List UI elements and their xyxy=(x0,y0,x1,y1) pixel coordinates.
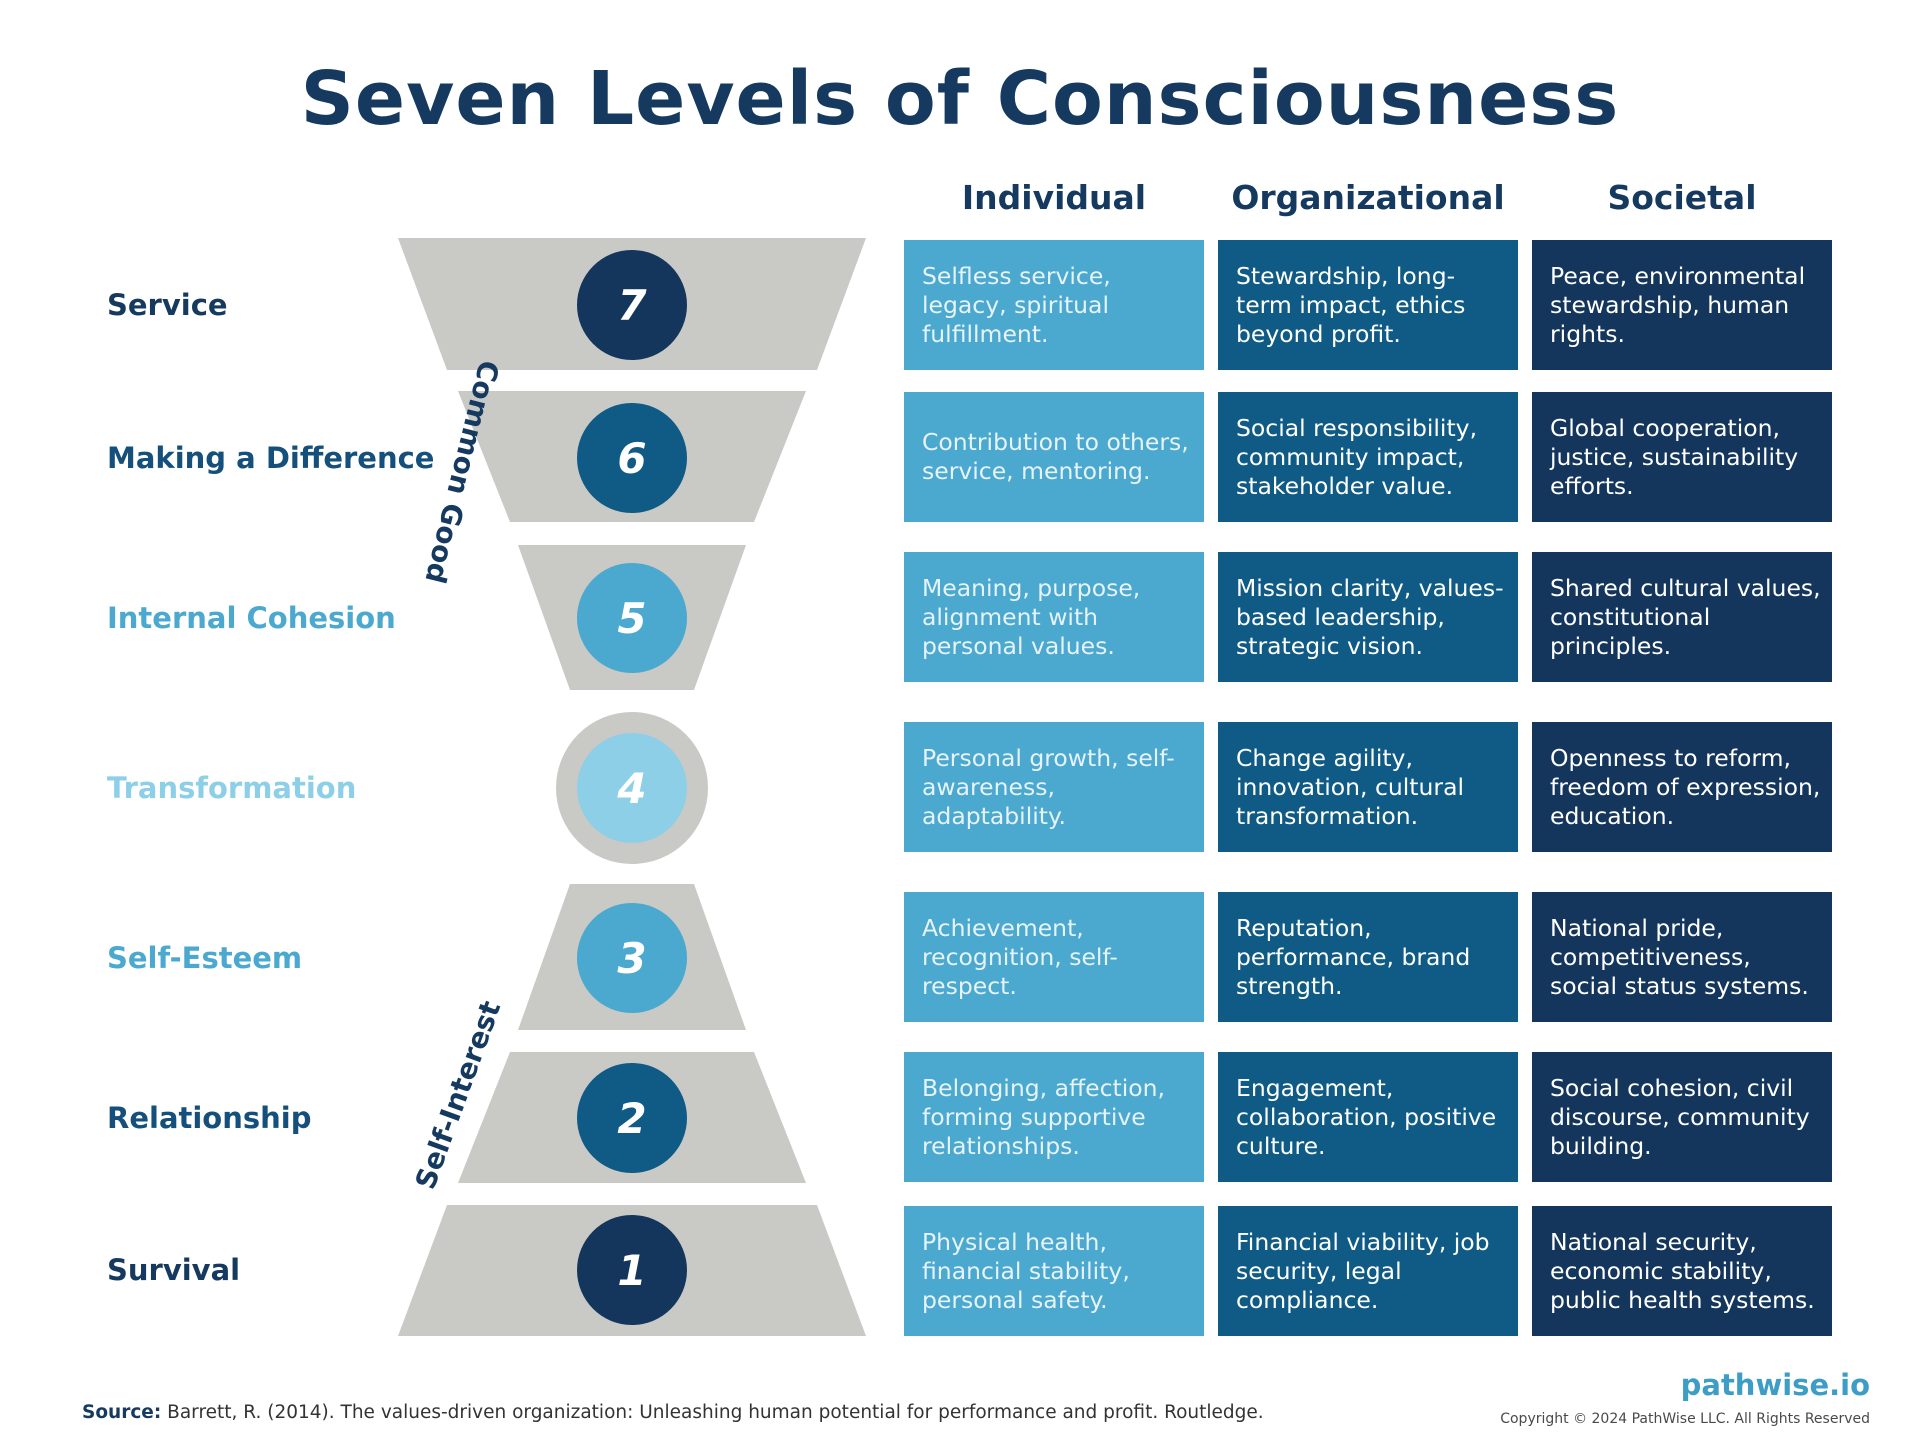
cell-individual-level-1: Physical health, financial stability, pe… xyxy=(904,1206,1204,1336)
cell-societal-level-2: Social cohesion, civil discourse, commun… xyxy=(1532,1052,1832,1182)
cell-text: National pride, competitiveness, social … xyxy=(1550,913,1809,1000)
level-number-2: 2 xyxy=(577,1063,687,1173)
level-label-4: Transformation xyxy=(107,771,357,805)
page-title: Seven Levels of Consciousness xyxy=(300,56,1620,142)
level-label-3: Self-Esteem xyxy=(107,941,303,975)
level-number-7: 7 xyxy=(577,250,687,360)
level-number-1: 1 xyxy=(577,1215,687,1325)
source-text: Barrett, R. (2014). The values-driven or… xyxy=(167,1402,1264,1423)
cell-organizational-level-5: Mission clarity, values-based leadership… xyxy=(1218,552,1518,682)
cell-societal-level-4: Openness to reform, freedom of expressio… xyxy=(1532,722,1832,852)
cell-text: Reputation, performance, brand strength. xyxy=(1236,913,1471,1000)
cell-text: Peace, environmental stewardship, human … xyxy=(1550,261,1806,348)
level-label-1: Survival xyxy=(107,1253,241,1287)
level-label-7: Service xyxy=(107,288,228,322)
cell-text: Openness to reform, freedom of expressio… xyxy=(1550,743,1821,830)
cell-societal-level-3: National pride, competitiveness, social … xyxy=(1532,892,1832,1022)
cell-societal-level-6: Global cooperation, justice, sustainabil… xyxy=(1532,392,1832,522)
cell-societal-level-5: Shared cultural values, constitutional p… xyxy=(1532,552,1832,682)
cell-text: Global cooperation, justice, sustainabil… xyxy=(1550,413,1799,500)
brand-logo[interactable]: pathwise.io xyxy=(1680,1368,1870,1402)
cell-text: Personal growth, self-awareness, adaptab… xyxy=(922,743,1175,830)
cell-individual-level-2: Belonging, affection, forming supportive… xyxy=(904,1052,1204,1182)
level-number-4: 4 xyxy=(577,733,687,843)
cell-organizational-level-1: Financial viability, job security, legal… xyxy=(1218,1206,1518,1336)
individual-heading: Individual xyxy=(961,178,1147,217)
cell-individual-level-4: Personal growth, self-awareness, adaptab… xyxy=(904,722,1204,852)
level-label-5: Internal Cohesion xyxy=(107,601,396,635)
level-number-5: 5 xyxy=(577,563,687,673)
cell-individual-level-5: Meaning, purpose, alignment with persona… xyxy=(904,552,1204,682)
cell-text: National security, economic stability, p… xyxy=(1550,1227,1815,1314)
level-number-3: 3 xyxy=(577,903,687,1013)
level-label-2: Relationship xyxy=(107,1101,312,1135)
cell-organizational-level-6: Social responsibility, community impact,… xyxy=(1218,392,1518,522)
cell-text: Meaning, purpose, alignment with persona… xyxy=(922,573,1141,660)
cell-text: Financial viability, job security, legal… xyxy=(1236,1227,1490,1314)
cell-text: Engagement, collaboration, positive cult… xyxy=(1236,1073,1497,1160)
cell-text: Social cohesion, civil discourse, commun… xyxy=(1550,1073,1810,1160)
cell-text: Belonging, affection, forming supportive… xyxy=(922,1073,1166,1160)
cell-individual-level-6: Contribution to others, service, mentori… xyxy=(904,392,1204,522)
cell-societal-level-1: National security, economic stability, p… xyxy=(1532,1206,1832,1336)
copyright-notice: Copyright © 2024 PathWise LLC. All Right… xyxy=(1500,1411,1870,1427)
cell-individual-level-3: Achievement, recognition, self-respect. xyxy=(904,892,1204,1022)
cell-text: Physical health, financial stability, pe… xyxy=(922,1227,1130,1314)
cell-text: Contribution to others, service, mentori… xyxy=(922,428,1189,485)
cell-text: Selfless service, legacy, spiritual fulf… xyxy=(922,261,1111,348)
societal-heading: Societal xyxy=(1607,178,1757,217)
cell-text: Social responsibility, community impact,… xyxy=(1236,413,1478,500)
cell-societal-level-7: Peace, environmental stewardship, human … xyxy=(1532,240,1832,370)
cell-organizational-level-2: Engagement, collaboration, positive cult… xyxy=(1218,1052,1518,1182)
cell-organizational-level-7: Stewardship, long-term impact, ethics be… xyxy=(1218,240,1518,370)
organizational-heading: Organizational xyxy=(1231,178,1505,217)
cell-text: Change agility, innovation, cultural tra… xyxy=(1236,743,1465,830)
cell-text: Shared cultural values, constitutional p… xyxy=(1550,573,1821,660)
cell-text: Achievement, recognition, self-respect. xyxy=(922,913,1118,1000)
level-number-6: 6 xyxy=(577,403,687,513)
source-label: Source: xyxy=(82,1402,162,1423)
source-citation: Source: Barrett, R. (2014). The values-d… xyxy=(82,1402,1264,1423)
cell-text: Mission clarity, values-based leadership… xyxy=(1236,573,1504,660)
cell-text: Stewardship, long-term impact, ethics be… xyxy=(1236,261,1466,348)
level-label-6: Making a Difference xyxy=(107,441,435,475)
cell-organizational-level-3: Reputation, performance, brand strength. xyxy=(1218,892,1518,1022)
cell-organizational-level-4: Change agility, innovation, cultural tra… xyxy=(1218,722,1518,852)
cell-individual-level-7: Selfless service, legacy, spiritual fulf… xyxy=(904,240,1204,370)
